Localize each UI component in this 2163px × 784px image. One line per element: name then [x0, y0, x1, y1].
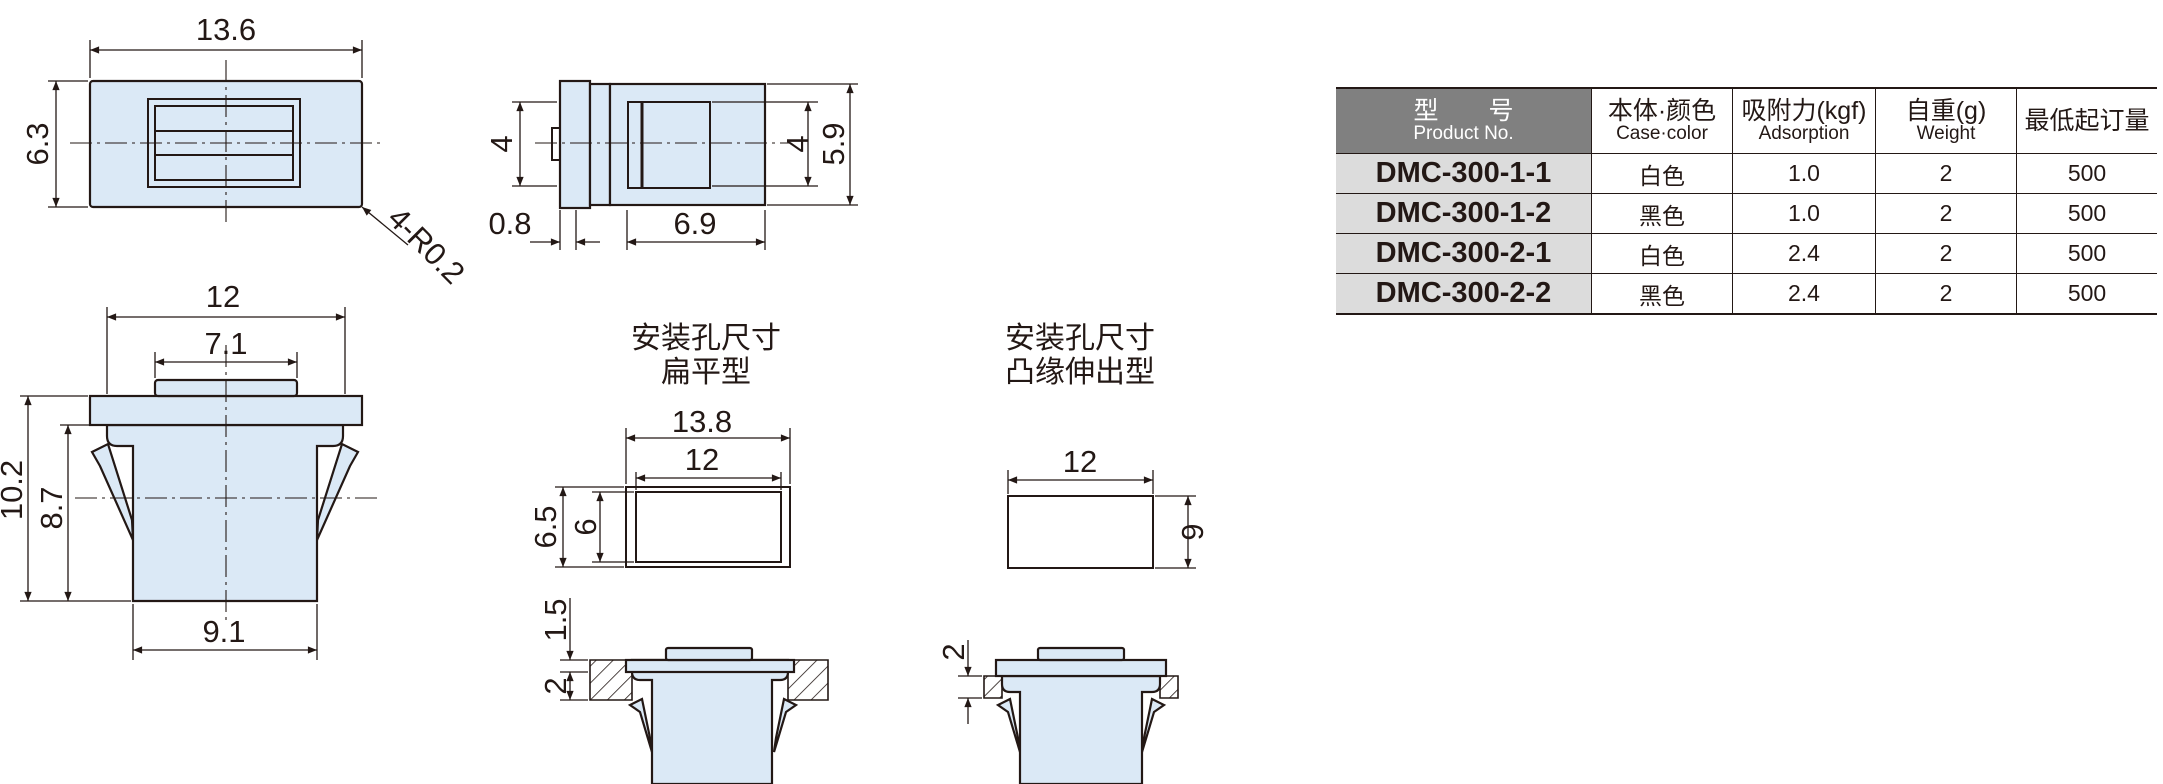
cell-weight: 2 [1875, 153, 2017, 194]
cell-min-order: 500 [2016, 193, 2157, 234]
cell-adsorption: 1.0 [1732, 153, 1876, 194]
technical-drawing: 13.6 6.3 4-R0.2 4 4 5.9 [0, 12, 1210, 784]
cell-min-order: 500 [2016, 153, 2157, 194]
dim-front-body-height: 8.7 [34, 486, 69, 529]
cell-color: 黑色 [1591, 273, 1733, 315]
table-row: DMC-300-2-2 黑色 2.4 2 500 [1336, 273, 2157, 315]
cell-weight: 2 [1875, 193, 2017, 234]
dim-flange-hole-height: 6 [1175, 523, 1210, 540]
dim-top-height: 6.3 [20, 122, 55, 165]
cell-weight: 2 [1875, 273, 2017, 315]
flange-caption-line1: 安装孔尺寸 [1005, 321, 1155, 356]
col-adsorption: 吸附力(kgf) Adsorption [1732, 87, 1876, 154]
dim-flange-panel-thickness: 2 [936, 643, 971, 660]
table-header-row: 型 号 Product No. 本体·颜色 Case·color 吸附力(kgf… [1336, 87, 2157, 154]
flat-caption-line1: 安装孔尺寸 [631, 321, 781, 356]
dim-side-total-height: 5.9 [816, 122, 851, 165]
top-view: 13.6 6.3 4-R0.2 [20, 12, 472, 291]
cell-product-no: DMC-300-2-2 [1336, 273, 1592, 315]
spec-table: 型 号 Product No. 本体·颜色 Case·color 吸附力(kgf… [1336, 87, 2157, 315]
cell-weight: 2 [1875, 233, 2017, 274]
cell-color: 白色 [1591, 153, 1733, 194]
dim-top-width: 13.6 [196, 12, 256, 47]
flat-mount-hole: 安装孔尺寸 扁平型 13.8 12 6.5 6 [528, 321, 829, 784]
cell-adsorption: 1.0 [1732, 193, 1876, 234]
dim-side-body-width: 6.9 [673, 206, 716, 241]
table-row: DMC-300-1-2 黑色 1.0 2 500 [1336, 193, 2157, 234]
dim-side-inner-right: 4 [780, 135, 815, 152]
table-row: DMC-300-2-1 白色 2.4 2 500 [1336, 233, 2157, 274]
dim-front-total-height: 10.2 [0, 460, 29, 520]
front-view: 12 7.1 10.2 8.7 9.1 [0, 279, 378, 660]
dim-front-top-width: 7.1 [204, 326, 247, 361]
dim-flat-inner-height: 6 [568, 518, 603, 535]
dim-front-bottom-width: 9.1 [202, 614, 245, 649]
dim-flat-flange-thickness: 1.5 [538, 598, 573, 641]
col-case-color: 本体·颜色 Case·color [1591, 87, 1733, 154]
dim-corner-radius: 4-R0.2 [381, 200, 472, 291]
cell-min-order: 500 [2016, 273, 2157, 315]
cell-color: 黑色 [1591, 193, 1733, 234]
flange-mount-hole: 安装孔尺寸 凸缘伸出型 12 6 2 [936, 321, 1210, 784]
flange-caption-line2: 凸缘伸出型 [1005, 355, 1155, 390]
cell-product-no: DMC-300-1-2 [1336, 193, 1592, 234]
cell-color: 白色 [1591, 233, 1733, 274]
dim-flange-hole-width: 12 [1063, 444, 1097, 479]
dim-side-flange: 0.8 [488, 206, 531, 241]
dim-side-inner-left: 4 [484, 135, 519, 152]
col-product-no: 型 号 Product No. [1336, 87, 1592, 154]
cell-adsorption: 2.4 [1732, 273, 1876, 315]
side-view: 4 4 5.9 0.8 6.9 [484, 79, 858, 250]
dim-flat-inner-width: 12 [685, 442, 719, 477]
cell-product-no: DMC-300-2-1 [1336, 233, 1592, 274]
dim-flat-outer-height: 6.5 [528, 505, 563, 548]
col-min-order: 最低起订量 [2016, 87, 2157, 154]
dim-front-flange-width: 12 [206, 279, 240, 314]
flat-caption-line2: 扁平型 [661, 355, 751, 390]
cell-min-order: 500 [2016, 233, 2157, 274]
col-weight: 自重(g) Weight [1875, 87, 2017, 154]
dim-flat-outer-width: 13.8 [672, 404, 732, 439]
cell-product-no: DMC-300-1-1 [1336, 153, 1592, 194]
cell-adsorption: 2.4 [1732, 233, 1876, 274]
dim-flat-panel-thickness: 2 [538, 677, 573, 694]
table-row: DMC-300-1-1 白色 1.0 2 500 [1336, 153, 2157, 194]
